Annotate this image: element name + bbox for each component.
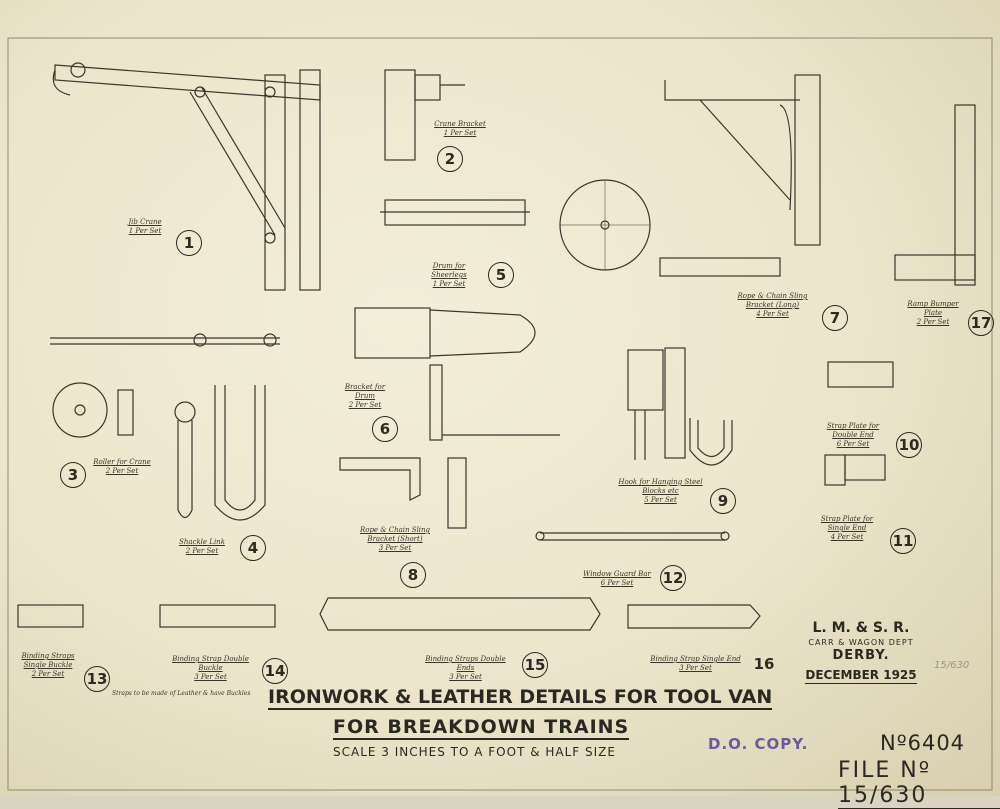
part-6-number: 6 [372,416,398,442]
part-11-strap-plate-single [824,454,886,486]
drawing-title: IRONWORK & LEATHER DETAILS FOR TOOL VAN [268,686,773,710]
part-15-strap [319,597,601,631]
part-1-number: 1 [176,230,202,256]
part-7-number: 7 [822,305,848,331]
part-12-number: 12 [660,565,686,591]
part-17-number: 17 [968,310,994,336]
part-15-number: 15 [522,652,548,678]
part-13-strap [17,604,84,628]
pencil-note: 15/630 [934,660,970,671]
part-17-ramp-bumper-plate [894,104,976,286]
do-copy-stamp: D.O. COPY. [708,735,809,753]
part-16-number: 16 [753,655,775,673]
date: DECEMBER 1925 [805,668,917,684]
company: L. M. & S. R. [812,620,910,636]
part-14-strap [159,604,276,628]
part-8-number: 8 [400,562,426,588]
shaft [50,333,280,347]
part-10-strap-plate-double [827,361,894,388]
drawing-subtitle: FOR BREAKDOWN TRAINS [333,716,630,740]
title-block: L. M. & S. R. CARR & WAGON DEPT DERBY. D… [795,620,927,684]
part-2-crane-bracket [384,69,465,161]
part-4-shackle-link [174,385,266,521]
part-9-hook [627,347,733,466]
part-4-number: 4 [240,535,266,561]
file-number: FILE Nº 15/630 [838,758,1000,809]
part-1-jib-crane [52,62,321,291]
sheet-border [7,37,993,791]
part-12-window-guard-bar [535,531,730,541]
part-10-number: 10 [896,432,922,458]
part-9-number: 9 [710,488,736,514]
part-6-bracket-for-drum [354,307,560,441]
part-3-roller [52,382,134,438]
part-5-drum [380,199,530,226]
part-11-number: 11 [890,528,916,554]
leather-note: Straps to be made of Leather & have Buck… [112,690,251,697]
place: DERBY. [832,648,890,663]
part-8-sling-bracket-short [339,457,467,529]
part-3-number: 3 [60,462,86,488]
drawing-scale: SCALE 3 INCHES TO A FOOT & HALF SIZE [333,745,616,759]
part-2-number: 2 [437,146,463,172]
part-7-label: Rope & Chain Sling Bracket (Long)4 Per S… [737,292,808,318]
part-7-sling-bracket-long [659,74,821,277]
part-8-label: Rope & Chain Sling Bracket (Short)3 Per … [359,526,431,552]
part-14-number: 14 [262,658,288,684]
part-5-number: 5 [488,262,514,288]
part-13-number: 13 [84,666,110,692]
part-16-strap [627,604,761,629]
department: CARR & WAGON DEPT [808,638,914,647]
drawing-number: Nº6404 [880,731,966,755]
